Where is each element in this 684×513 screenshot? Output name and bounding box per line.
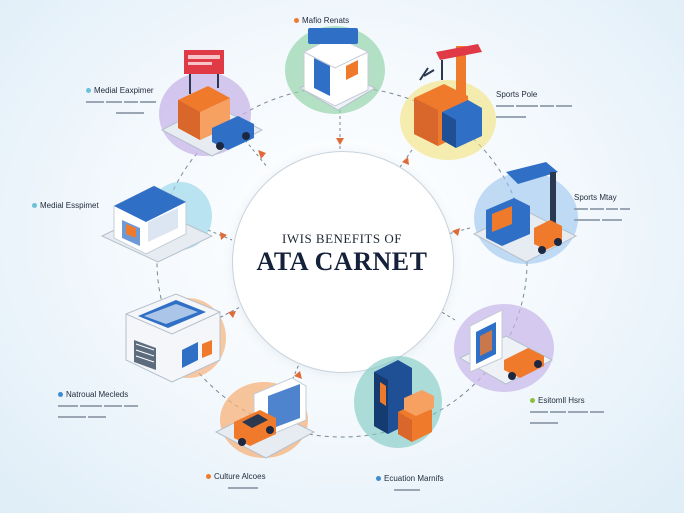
label-placeholder-lines bbox=[574, 204, 632, 213]
node-right bbox=[466, 158, 578, 273]
label-bullet bbox=[206, 474, 211, 480]
label-left-text: Medial Esspimet bbox=[40, 201, 99, 210]
center-title: ATA CARNET bbox=[256, 247, 428, 276]
label-right-text: Sports Mtay bbox=[574, 193, 617, 202]
label-placeholder-lines bbox=[58, 401, 140, 410]
gas-station-icon bbox=[472, 162, 578, 264]
showroom-car-icon bbox=[454, 304, 554, 392]
label-placeholder-lines bbox=[496, 112, 574, 121]
label-placeholder-lines bbox=[58, 412, 140, 421]
label-bottom: Ecuation Marnifs bbox=[376, 474, 444, 494]
label-placeholder-lines bbox=[530, 418, 606, 427]
label-left: Medial Esspimet bbox=[32, 201, 99, 210]
label-placeholder-lines bbox=[530, 407, 606, 416]
label-bottom-right: Esitomll Hsrs bbox=[530, 396, 606, 427]
label-bottom-text: Ecuation Marnifs bbox=[384, 474, 444, 483]
node-bottom bbox=[352, 348, 448, 463]
label-bullet bbox=[86, 88, 91, 94]
label-top: Mafio Renats bbox=[294, 16, 349, 25]
warehouse-icon bbox=[125, 293, 226, 383]
storefront-icon bbox=[159, 50, 264, 157]
car-garage-icon bbox=[214, 377, 316, 459]
label-placeholder-lines bbox=[206, 483, 266, 492]
label-placeholder-lines bbox=[574, 215, 632, 224]
label-bottom-left-text: Natroual Mecleds bbox=[66, 390, 129, 399]
node-top bbox=[280, 18, 390, 123]
center-disc bbox=[232, 151, 454, 373]
label-bottom-left-center-text: Culture Alcoes bbox=[214, 472, 266, 481]
center-subtitle: IWIS BENEFITS OF bbox=[282, 231, 402, 246]
stacked-crates-icon bbox=[354, 356, 442, 448]
label-bullet bbox=[294, 18, 299, 24]
label-bottom-right-text: Esitomll Hsrs bbox=[538, 396, 585, 405]
label-placeholder-lines bbox=[86, 97, 158, 106]
node-bottom-left bbox=[118, 290, 230, 391]
label-top-right: Sports Pole bbox=[496, 90, 574, 121]
label-bottom-left: Natroual Mecleds bbox=[58, 390, 140, 421]
node-bottom-right bbox=[452, 300, 556, 405]
label-top-text: Mafio Renats bbox=[302, 16, 350, 25]
node-left bbox=[100, 176, 216, 271]
label-bottom-left-center: Culture Alcoes bbox=[206, 472, 266, 492]
label-right: Sports Mtay bbox=[574, 193, 632, 224]
label-placeholder-lines bbox=[496, 101, 574, 110]
label-placeholder-lines bbox=[86, 108, 158, 117]
node-top-left bbox=[150, 42, 268, 167]
label-top-right-text: Sports Pole bbox=[496, 90, 538, 99]
label-top-left-text: Medial Eaxpimer bbox=[94, 86, 154, 95]
label-bullet bbox=[376, 476, 381, 482]
label-top-left: Medial Eaxpimer bbox=[86, 86, 158, 117]
museum-building-icon bbox=[285, 26, 385, 114]
node-top-right bbox=[398, 40, 498, 165]
crane-factory-icon bbox=[400, 44, 496, 160]
label-bullet bbox=[530, 398, 535, 404]
kiosk-shop-icon bbox=[100, 182, 214, 263]
label-bullet bbox=[32, 203, 37, 209]
label-placeholder-lines bbox=[376, 485, 444, 494]
label-bullet bbox=[58, 392, 63, 398]
node-bottom-left-center bbox=[214, 377, 318, 467]
